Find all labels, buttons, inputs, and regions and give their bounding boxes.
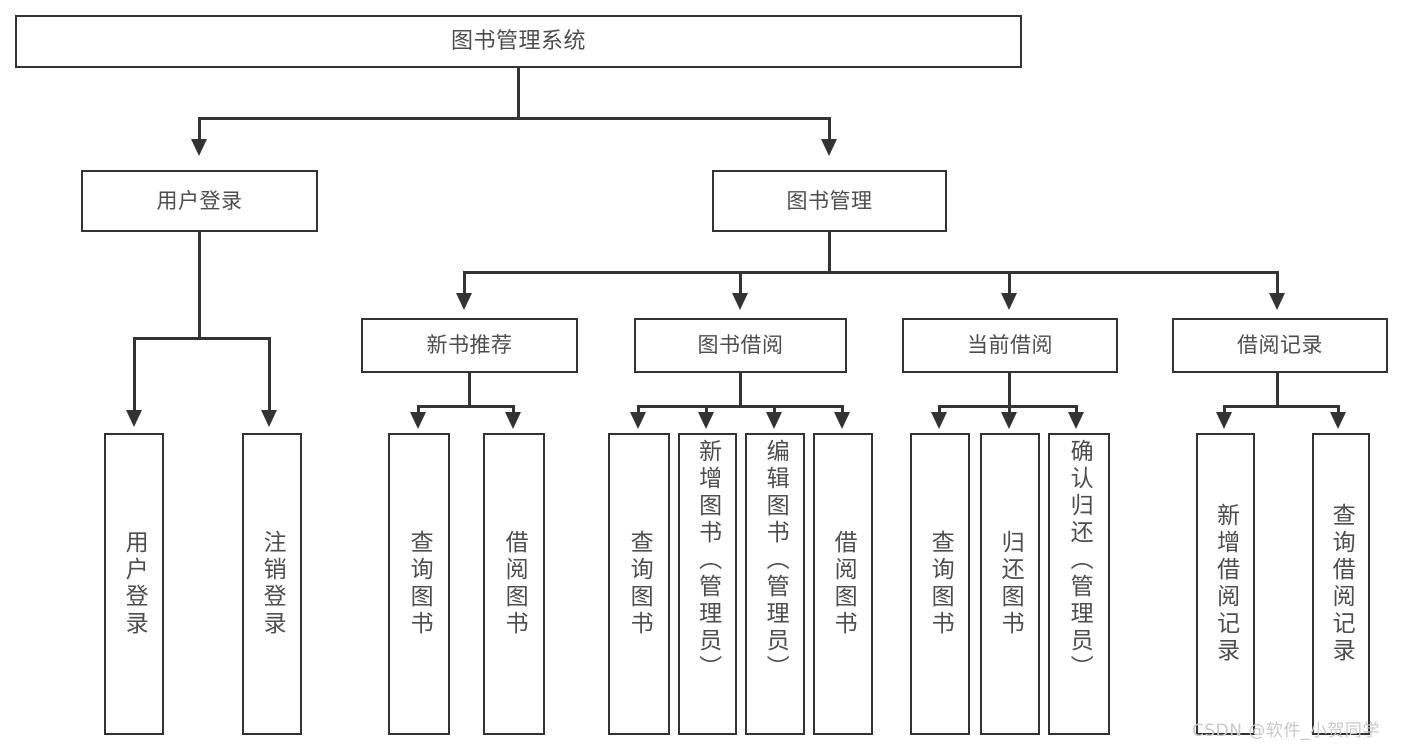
node-label: 查询借阅记录 — [1328, 503, 1355, 665]
leaf-query-book-current[interactable]: 查询图书 — [910, 433, 970, 735]
node-label: 查询图书 — [626, 530, 653, 638]
csdn-watermark: CSDN @软件_小贺同学 — [1192, 721, 1380, 741]
connector-borrowrecord-bar — [1223, 405, 1340, 408]
connector-borrowrecord-to-leaf1 — [1223, 405, 1226, 413]
arrowhead-bookborrow-leaf3 — [766, 412, 782, 429]
connector-bookborrow-to-leaf1 — [637, 405, 640, 413]
node-label: 用户登录 — [156, 188, 243, 213]
arrowhead-borrowrecord-leaf1 — [1216, 412, 1232, 429]
node-current-borrow[interactable]: 当前借阅 — [902, 318, 1118, 373]
arrowhead-currentborrow-leaf1 — [931, 412, 947, 429]
leaf-query-borrow-record[interactable]: 查询借阅记录 — [1312, 433, 1370, 735]
arrowhead-userlogin-leaf2 — [261, 410, 277, 427]
node-root-system[interactable]: 图书管理系统 — [15, 15, 1022, 68]
connector-newbook-to-leaf1 — [417, 405, 420, 413]
connector-newbook-to-leaf2 — [512, 405, 515, 413]
leaf-confirm-return-admin[interactable]: 确认归还（管理员） — [1048, 433, 1110, 735]
connector-root-to-bookmgmt — [828, 117, 831, 139]
arrowhead-l3-4 — [1269, 293, 1285, 310]
arrowhead-to-bookmgmt — [821, 139, 837, 156]
arrowhead-borrowrecord-leaf2 — [1330, 412, 1346, 429]
arrowhead-userlogin-leaf1 — [126, 410, 142, 427]
node-label: 借阅记录 — [1237, 333, 1323, 358]
connector-bookborrow-to-leaf4 — [841, 405, 844, 413]
node-label: 图书管理 — [786, 188, 873, 213]
connector-root-stem — [517, 68, 520, 117]
connector-currentborrow-to-leaf3 — [1075, 405, 1078, 413]
connector-newbook-bar — [417, 405, 515, 408]
leaf-add-borrow-record[interactable]: 新增借阅记录 — [1196, 433, 1255, 735]
leaf-borrow-book-recommend[interactable]: 借阅图书 — [483, 433, 545, 735]
arrowhead-newbook-leaf2 — [505, 412, 521, 429]
node-label: 当前借阅 — [967, 333, 1053, 358]
node-label: 归还图书 — [997, 530, 1024, 638]
leaf-add-book-admin[interactable]: 新增图书（管理员） — [678, 433, 737, 735]
leaf-edit-book-admin[interactable]: 编辑图书（管理员） — [745, 433, 805, 735]
connector-userlogin-stem — [198, 232, 201, 337]
leaf-user-login[interactable]: 用户登录 — [104, 433, 164, 735]
connector-userlogin-bar — [133, 337, 270, 340]
node-label: 新书推荐 — [426, 333, 513, 358]
node-new-book-recommend[interactable]: 新书推荐 — [361, 318, 578, 373]
connector-bookmgmt-to-l3-4 — [1276, 271, 1279, 293]
leaf-query-book-borrow[interactable]: 查询图书 — [608, 433, 670, 735]
connector-bookborrow-bar — [637, 405, 844, 408]
node-book-management[interactable]: 图书管理 — [712, 170, 947, 232]
node-label: 确认归还（管理员） — [1066, 439, 1093, 682]
node-label: 用户登录 — [121, 530, 148, 638]
node-label: 新增借阅记录 — [1212, 503, 1239, 665]
arrowhead-l3-2 — [732, 293, 748, 310]
node-label: 图书管理系统 — [450, 28, 586, 54]
node-book-borrow[interactable]: 图书借阅 — [634, 318, 847, 373]
connector-userlogin-to-leaf2 — [268, 337, 271, 410]
connector-borrowrecord-stem — [1276, 373, 1279, 405]
connector-root-bar — [198, 117, 831, 120]
leaf-logout[interactable]: 注销登录 — [242, 433, 302, 735]
arrowhead-bookborrow-leaf4 — [834, 412, 850, 429]
node-label: 图书借阅 — [697, 333, 784, 358]
node-user-login[interactable]: 用户登录 — [81, 170, 318, 232]
connector-bookmgmt-bar — [463, 271, 1279, 274]
arrowhead-l3-3 — [1001, 293, 1017, 310]
connector-currentborrow-to-leaf1 — [938, 405, 941, 413]
node-label: 查询图书 — [406, 530, 433, 638]
arrowhead-bookborrow-leaf2 — [698, 412, 714, 429]
connector-borrowrecord-to-leaf2 — [1337, 405, 1340, 413]
connector-bookborrow-to-leaf3 — [773, 405, 776, 413]
connector-bookmgmt-stem — [828, 232, 831, 271]
node-label: 借阅图书 — [501, 530, 528, 638]
node-label: 借阅图书 — [830, 530, 857, 638]
connector-newbook-stem — [468, 373, 471, 405]
node-label: 新增图书（管理员） — [694, 439, 721, 682]
connector-bookborrow-to-leaf2 — [705, 405, 708, 413]
node-label: 查询图书 — [927, 530, 954, 638]
connector-currentborrow-to-leaf2 — [1008, 405, 1011, 413]
connector-bookmgmt-to-l3-1 — [463, 271, 466, 293]
connector-bookmgmt-to-l3-2 — [739, 271, 742, 293]
leaf-query-book-recommend[interactable]: 查询图书 — [388, 433, 450, 735]
leaf-return-book[interactable]: 归还图书 — [980, 433, 1040, 735]
connector-currentborrow-stem — [1008, 373, 1011, 405]
node-borrow-record[interactable]: 借阅记录 — [1172, 318, 1388, 373]
arrowhead-bookborrow-leaf1 — [630, 412, 646, 429]
arrowhead-newbook-leaf1 — [410, 412, 426, 429]
connector-bookmgmt-to-l3-3 — [1008, 271, 1011, 293]
arrowhead-currentborrow-leaf3 — [1068, 412, 1084, 429]
connector-root-to-userlogin — [198, 117, 201, 139]
connector-bookborrow-stem — [739, 373, 742, 405]
node-label: 编辑图书（管理员） — [762, 439, 789, 682]
arrowhead-to-userlogin — [191, 139, 207, 156]
connector-userlogin-to-leaf1 — [133, 337, 136, 410]
node-label: 注销登录 — [259, 530, 286, 638]
leaf-borrow-book-borrow[interactable]: 借阅图书 — [813, 433, 873, 735]
arrowhead-l3-1 — [456, 293, 472, 310]
arrowhead-currentborrow-leaf2 — [1001, 412, 1017, 429]
